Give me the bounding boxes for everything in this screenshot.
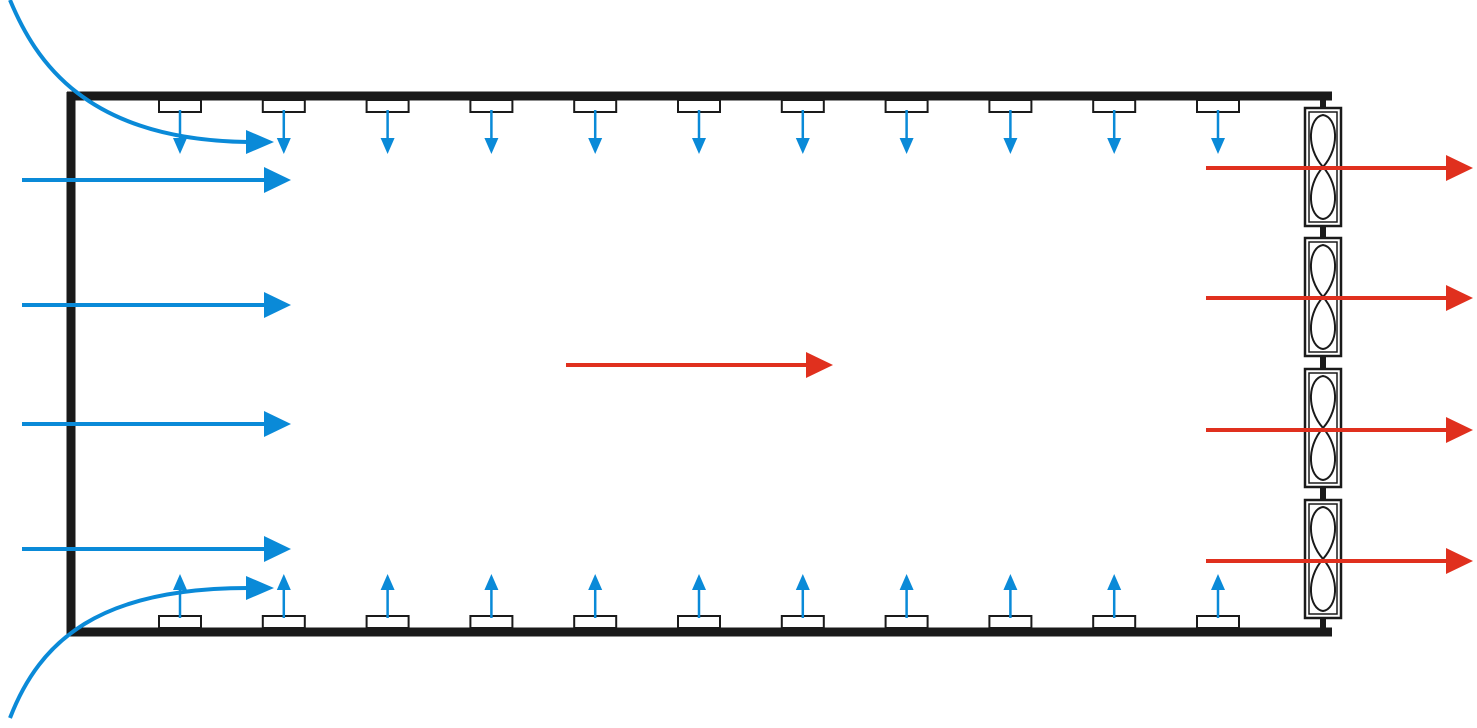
inlet-air-arrowhead (276, 574, 291, 590)
inlet-air-arrowhead (1107, 574, 1122, 590)
inlet-air-arrowhead (484, 138, 499, 154)
fan-blade-icon (1309, 557, 1337, 613)
inlet-air-arrowhead (1211, 138, 1225, 154)
inlet-air-arrowhead (276, 138, 291, 154)
fan-blade-icon (1309, 295, 1337, 351)
inlet-air-arrowhead (692, 138, 706, 154)
top-corner-intake-arrow (8, 0, 249, 144)
inlet-air-arrowhead (899, 138, 914, 154)
floor-inlet (884, 574, 929, 629)
exhaust-arrowhead (1446, 155, 1473, 181)
inlet-air-arrowhead (588, 138, 603, 154)
inlet-air-arrowhead (1211, 574, 1225, 590)
floor-inlet (365, 574, 410, 629)
side-intake-arrowhead (264, 167, 291, 193)
inlet-air-arrowhead (899, 574, 914, 590)
exhaust-fan-icon (1309, 374, 1337, 430)
ceiling-inlet (988, 99, 1033, 154)
inlet-air-arrowhead (173, 574, 187, 590)
exhaust-arrow (1206, 417, 1473, 443)
exhaust-fan-icon (1309, 113, 1337, 169)
inlet-air-arrowhead (380, 138, 395, 154)
ceiling-inlet (261, 99, 306, 154)
ceiling-inlet (158, 99, 202, 154)
exhaust-arrowhead (1446, 285, 1473, 311)
exhaust-fan-icon (1309, 243, 1337, 299)
floor-inlet (158, 574, 202, 629)
corner-intake-arrows (8, 0, 274, 719)
fan-bank (1303, 92, 1343, 636)
ceiling-inlet (573, 99, 618, 154)
inlet-air-arrowhead (795, 138, 810, 154)
ceiling-inlet (780, 99, 825, 154)
inlet-air-arrowhead (484, 574, 499, 590)
ceiling-inlet (1092, 99, 1137, 154)
side-intake-arrow (22, 536, 291, 562)
side-intake-arrowhead (264, 536, 291, 562)
side-intake-arrow (22, 411, 291, 437)
fan-blade-icon (1309, 165, 1337, 221)
exhaust-arrow (1206, 548, 1473, 574)
floor-inlet (988, 574, 1033, 629)
inlet-air-arrowhead (173, 138, 187, 154)
ceiling-inlets (158, 99, 1240, 154)
exhaust-arrowhead (1446, 417, 1473, 443)
exhaust-arrowhead (1446, 548, 1473, 574)
side-intake-arrow (22, 167, 291, 193)
floor-inlet (1196, 574, 1240, 629)
inlet-air-arrowhead (692, 574, 706, 590)
side-intake-arrow (22, 292, 291, 318)
internal-airflow-arrowhead (806, 352, 833, 378)
floor-inlet (573, 574, 618, 629)
floor-inlets (158, 574, 1240, 629)
ceiling-inlet (1196, 99, 1240, 154)
floor-inlet (261, 574, 306, 629)
inlet-air-arrowhead (1107, 138, 1122, 154)
bottom-corner-intake-arrowhead (246, 576, 274, 600)
floor-inlet (1092, 574, 1137, 629)
inlet-air-arrowhead (1003, 574, 1018, 590)
floor-inlet (469, 574, 514, 629)
floor-inlet (677, 574, 721, 629)
exhaust-fan-icon (1309, 505, 1337, 561)
side-intake-arrows (22, 167, 291, 562)
ceiling-inlet (365, 99, 410, 154)
floor-inlet (780, 574, 825, 629)
ceiling-inlet (469, 99, 514, 154)
exhaust-arrow (1206, 155, 1473, 181)
exhaust-arrows (1206, 155, 1473, 574)
internal-airflow-arrow (566, 352, 833, 378)
exhaust-arrow (1206, 285, 1473, 311)
side-intake-arrowhead (264, 292, 291, 318)
bottom-corner-intake-arrow (8, 586, 249, 719)
fan-blade-icon (1309, 426, 1337, 482)
side-intake-arrowhead (264, 411, 291, 437)
top-corner-intake-arrowhead (246, 130, 274, 154)
building-shell (66, 91, 1332, 637)
inlet-air-arrowhead (1003, 138, 1018, 154)
inlet-air-arrowhead (795, 574, 810, 590)
inlet-air-arrowhead (588, 574, 603, 590)
inlet-air-arrowhead (380, 574, 395, 590)
ceiling-inlet (884, 99, 929, 154)
ceiling-inlet (677, 99, 721, 154)
